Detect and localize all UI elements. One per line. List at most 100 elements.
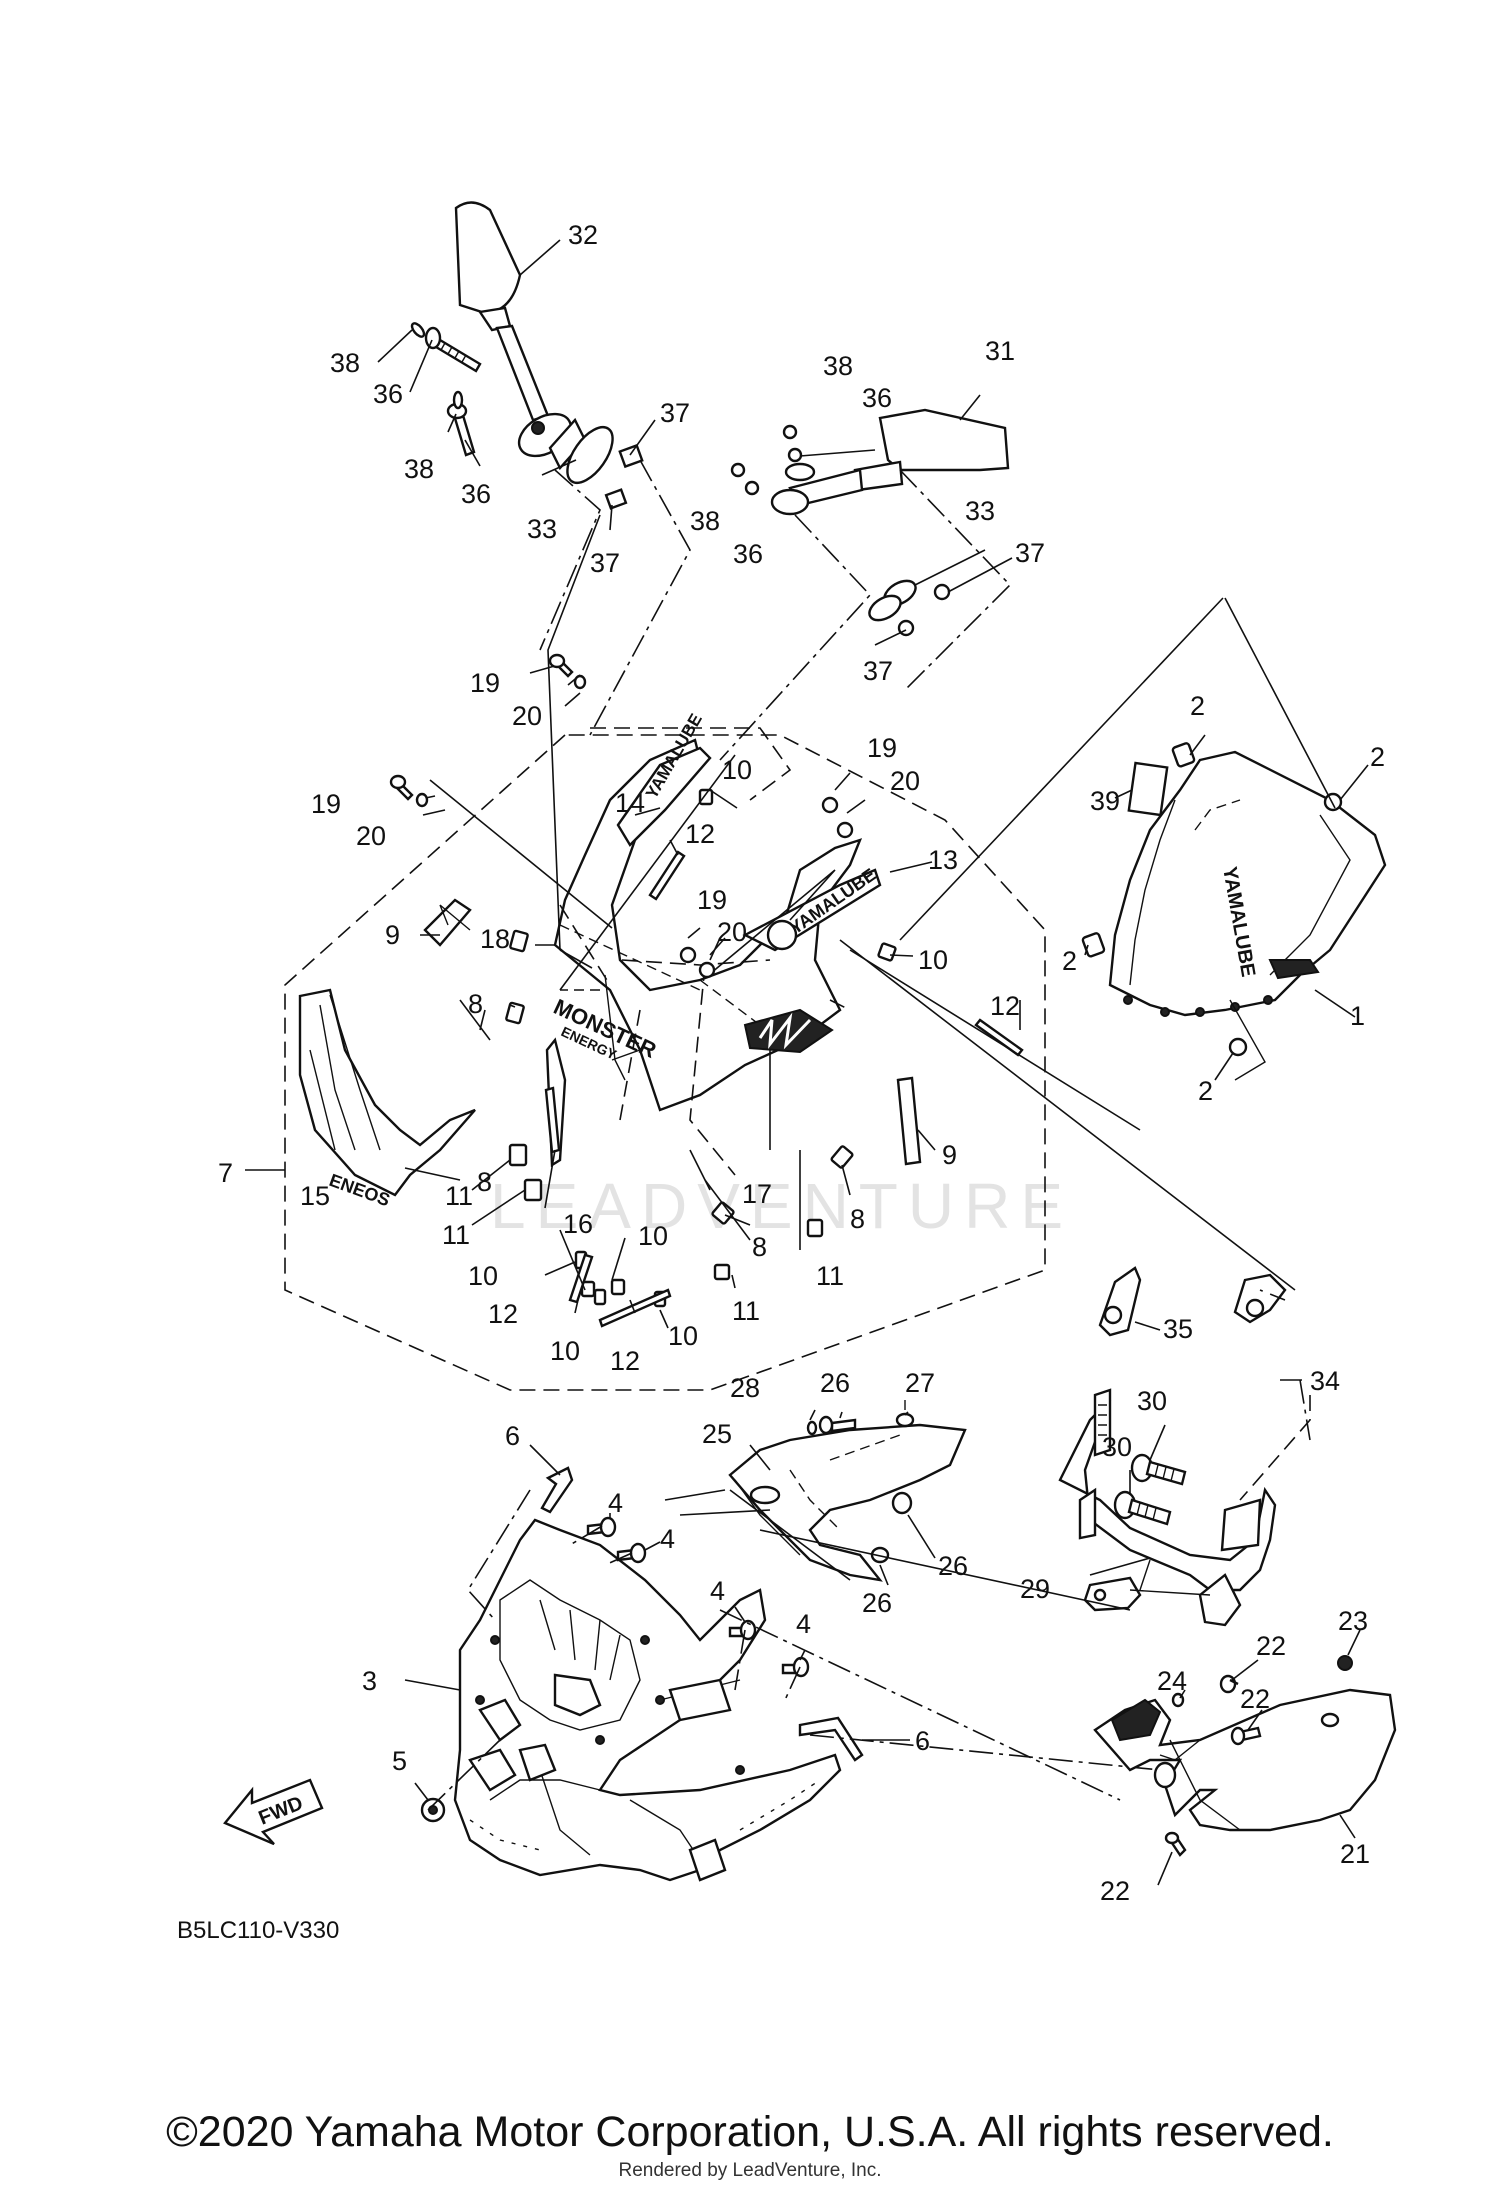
callout-37: 37 <box>660 398 690 428</box>
callout-32: 32 <box>568 220 598 250</box>
callout-12: 12 <box>610 1346 640 1376</box>
callout-12: 12 <box>990 991 1020 1021</box>
callout-4: 4 <box>608 1488 623 1518</box>
callout-9: 9 <box>385 920 400 950</box>
callout-10: 10 <box>550 1336 580 1366</box>
watermark-text: LEADVENTURE <box>490 1170 1073 1242</box>
callout-36: 36 <box>733 539 763 569</box>
callout-20: 20 <box>890 766 920 796</box>
callout-12: 12 <box>488 1299 518 1329</box>
callout-18: 18 <box>480 924 510 954</box>
lower-cowling <box>453 1518 842 1882</box>
callout-5: 5 <box>392 1746 407 1776</box>
callout-38: 38 <box>690 506 720 536</box>
screws-19-20 <box>389 653 854 979</box>
callout-22: 22 <box>1100 1876 1130 1906</box>
callout-39: 39 <box>1090 786 1120 816</box>
callout-29: 29 <box>1020 1574 1050 1604</box>
callout-23: 23 <box>1338 1606 1368 1636</box>
callout-24: 24 <box>1157 1666 1187 1696</box>
upper-cowling: MONSTER ENERGY YAMALUBE YAMALUBE <box>550 710 882 1112</box>
cowling-group-outline <box>284 734 1046 1391</box>
callout-27: 27 <box>905 1368 935 1398</box>
callout-6: 6 <box>505 1421 520 1451</box>
callout-10: 10 <box>638 1221 668 1251</box>
callout-14: 14 <box>615 788 645 818</box>
callout-10: 10 <box>918 945 948 975</box>
callout-2: 2 <box>1198 1076 1213 1106</box>
callout-28: 28 <box>730 1373 760 1403</box>
strip-12-d <box>598 1288 672 1328</box>
callout-11: 11 <box>816 1261 844 1291</box>
callout-19: 19 <box>470 668 500 698</box>
cowling-stay-bracket <box>1058 1266 1287 1627</box>
callout-22: 22 <box>1256 1631 1286 1661</box>
callout-19: 19 <box>311 789 341 819</box>
callout-13: 13 <box>928 845 958 875</box>
callout-11: 11 <box>442 1220 470 1250</box>
callout-11: 11 <box>732 1296 760 1326</box>
callout-33: 33 <box>965 496 995 526</box>
callout-16: 16 <box>563 1209 593 1239</box>
callout-17: 17 <box>742 1179 772 1209</box>
callout-8: 8 <box>468 989 483 1019</box>
callout-20: 20 <box>356 821 386 851</box>
right-mirror-assembly <box>730 408 1010 637</box>
callout-8: 8 <box>850 1204 865 1234</box>
callout-8: 8 <box>752 1232 767 1262</box>
callout-20: 20 <box>717 917 747 947</box>
callout-4: 4 <box>796 1609 811 1639</box>
callout-26: 26 <box>820 1368 850 1398</box>
decal-group-outline <box>590 727 792 801</box>
eneos-panel: ENEOS <box>298 988 476 1210</box>
callout-labels: 3238363836373337313836383633373719201014… <box>218 220 1385 1906</box>
callout-2: 2 <box>1370 742 1385 772</box>
callout-22: 22 <box>1240 1684 1270 1714</box>
callout-10: 10 <box>722 755 752 785</box>
callout-36: 36 <box>862 383 892 413</box>
callout-38: 38 <box>330 348 360 378</box>
callout-1: 1 <box>1350 1001 1365 1031</box>
callout-37: 37 <box>863 656 893 686</box>
callout-26: 26 <box>862 1588 892 1618</box>
callout-11: 11 <box>445 1181 473 1211</box>
callout-7: 7 <box>218 1158 233 1188</box>
inner-panel-25 <box>728 1423 967 1582</box>
copyright-text: ©2020 Yamaha Motor Corporation, U.S.A. A… <box>166 2108 1334 2156</box>
callout-21: 21 <box>1340 1839 1370 1869</box>
callout-10: 10 <box>468 1261 498 1291</box>
windshield-sticker-39 <box>1127 761 1169 817</box>
callout-19: 19 <box>867 733 897 763</box>
callout-3: 3 <box>362 1666 377 1696</box>
callout-26: 26 <box>938 1551 968 1581</box>
windshield: YAMALUBE <box>1108 750 1387 1017</box>
callout-12: 12 <box>685 819 715 849</box>
callout-25: 25 <box>702 1419 732 1449</box>
callout-36: 36 <box>373 379 403 409</box>
strip-12-a <box>648 850 686 901</box>
callout-30: 30 <box>1137 1386 1167 1416</box>
callout-35: 35 <box>1163 1314 1193 1344</box>
callout-33: 33 <box>527 514 557 544</box>
left-mirror-assembly <box>410 201 644 510</box>
callout-2: 2 <box>1062 946 1077 976</box>
callout-6: 6 <box>915 1726 930 1756</box>
side-strip-9-right <box>896 1076 922 1166</box>
strip-6-bottom <box>798 1716 864 1762</box>
callout-10: 10 <box>668 1321 698 1351</box>
drawing-code: B5LC110-V330 <box>177 1917 339 1944</box>
callout-19: 19 <box>697 885 727 915</box>
callout-30: 30 <box>1102 1432 1132 1462</box>
callout-9: 9 <box>942 1140 957 1170</box>
callout-38: 38 <box>404 454 434 484</box>
callout-15: 15 <box>300 1181 330 1211</box>
callout-2: 2 <box>1190 691 1205 721</box>
callout-37: 37 <box>590 548 620 578</box>
callout-34: 34 <box>1310 1366 1340 1396</box>
under-cowl <box>1093 1688 1397 1832</box>
strip-6-top <box>540 1466 574 1514</box>
fwd-arrow-icon: FWD <box>223 1778 324 1846</box>
callout-4: 4 <box>660 1524 675 1554</box>
callout-37: 37 <box>1015 538 1045 568</box>
callout-8: 8 <box>477 1167 492 1197</box>
